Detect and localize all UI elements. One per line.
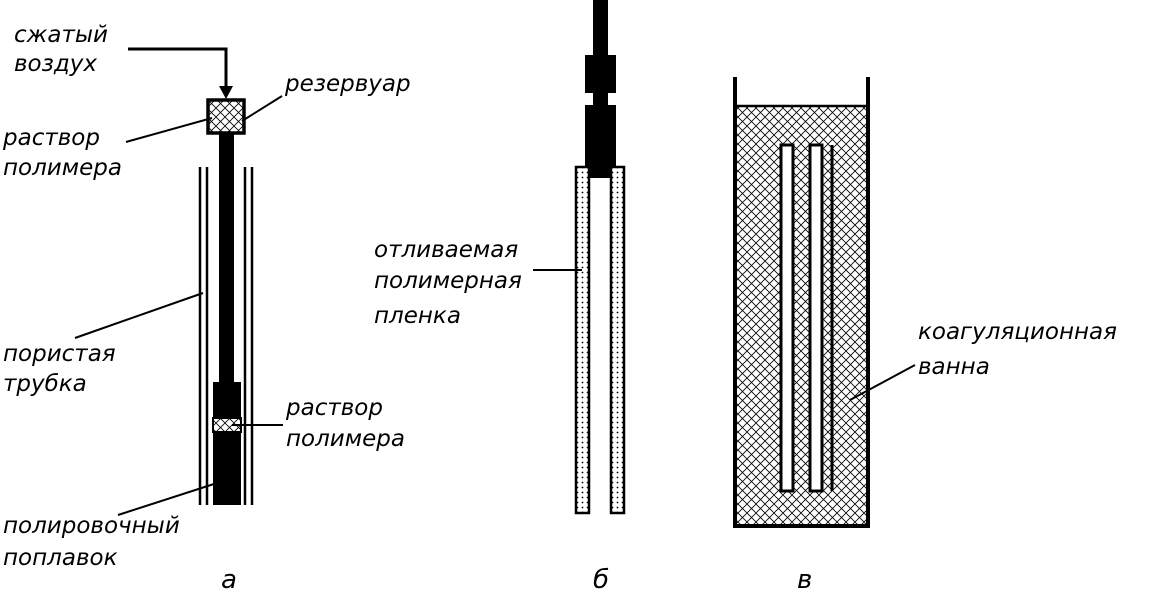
caption-panel-v: в <box>797 565 813 595</box>
leader-bath <box>849 364 916 401</box>
label-polymer-solution-bottom-line2: полимера <box>286 426 405 452</box>
float-upper <box>213 382 241 418</box>
coupling-upper <box>585 55 616 93</box>
label-polishing-float-line2: поплавок <box>3 545 118 571</box>
label-polishing-float-line1: полировочный <box>3 513 180 539</box>
caption-panel-a: а <box>221 565 237 595</box>
label-cast-film-line2: полимерная <box>374 268 522 294</box>
label-cast-film-line1: отливаемая <box>374 237 519 263</box>
rod-middle <box>593 93 608 105</box>
coagulation-bath-liquid <box>735 106 868 526</box>
label-polymer-solution-top-line2: полимера <box>3 155 122 181</box>
vessel-walls <box>733 77 870 528</box>
label-cast-film-line3: пленка <box>374 303 461 329</box>
label-polymer-solution-bottom-line1: раствор <box>286 395 383 421</box>
panel-b <box>533 0 626 515</box>
panel-a <box>74 47 283 516</box>
immersed-tube-wall-right <box>808 143 824 493</box>
label-porous-tube-line1: пористая <box>3 341 116 367</box>
label-polymer-solution-top-line1: раствор <box>3 125 100 151</box>
leader-porous-tube <box>74 292 204 339</box>
immersed-tube-wall-left <box>779 143 795 493</box>
label-porous-tube-line2: трубка <box>3 371 87 397</box>
float-lower <box>213 432 241 505</box>
leader-float <box>117 482 218 516</box>
label-reservoir: резервуар <box>285 71 411 97</box>
air-supply-line <box>128 47 228 86</box>
air-arrow-head <box>219 86 233 99</box>
reservoir <box>206 98 246 135</box>
cast-film-wall-left <box>574 165 591 515</box>
label-compressed-air-line2: воздух <box>14 51 97 77</box>
label-compressed-air-line1: сжатый <box>14 22 108 48</box>
leader-reservoir <box>241 95 283 122</box>
leader-solution-top <box>125 117 213 143</box>
rod-upper <box>593 0 608 55</box>
panel-v <box>733 77 916 528</box>
rod <box>219 134 234 384</box>
label-coagulation-bath-line1: коагуляционная <box>918 319 1117 345</box>
label-coagulation-bath-line2: ванна <box>918 354 990 380</box>
cast-film-wall-right <box>609 165 626 515</box>
caption-panel-b: б <box>593 565 610 595</box>
